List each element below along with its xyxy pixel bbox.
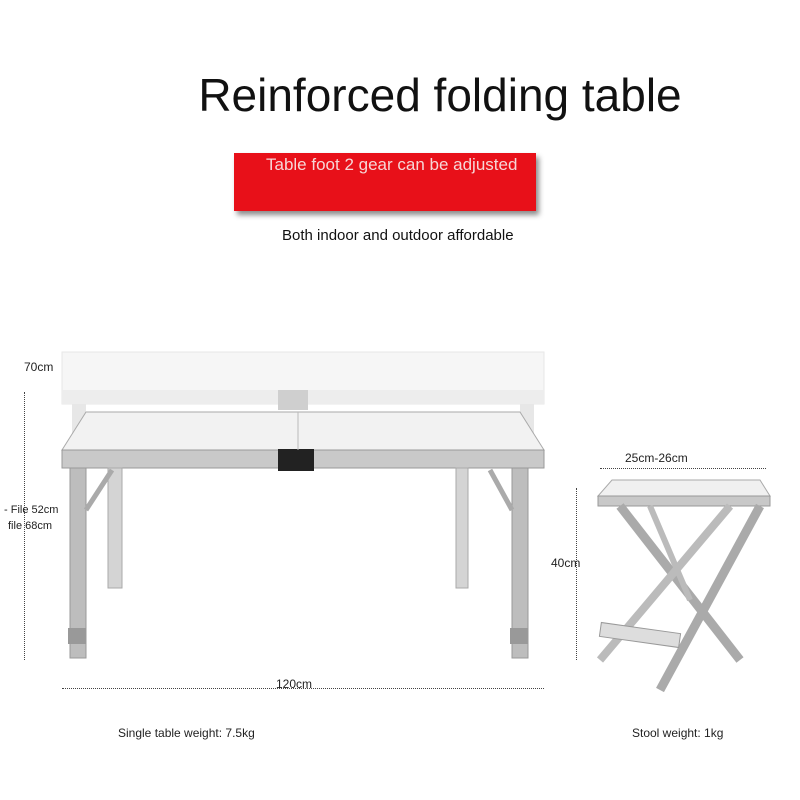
page-title: Reinforced folding table: [198, 69, 682, 121]
table-width-label: 120cm: [276, 677, 313, 691]
folding-stool: [596, 479, 771, 693]
table-height-dimension-line: [24, 392, 25, 660]
folding-table: [61, 411, 545, 659]
stool-top-dimension-line: [600, 468, 766, 469]
raised-table-ghost: [61, 351, 545, 444]
stool-top-label: 25cm-26cm: [625, 451, 688, 465]
stool-height-dimension-line: [576, 488, 577, 660]
banner-text: Table foot 2 gear can be adjusted: [266, 155, 518, 174]
table-high-height-label: file 68cm: [8, 520, 53, 532]
table-height-label: 70cm: [24, 360, 54, 374]
table-low-height-label: - File 52cm: [4, 504, 59, 516]
table-weight-label: Single table weight: 7.5kg: [118, 726, 255, 740]
subtitle: Both indoor and outdoor affordable: [282, 227, 514, 244]
red-banner: [234, 153, 536, 211]
table-width-dimension-line: [62, 688, 544, 689]
stool-height-label: 40cm: [551, 556, 581, 570]
stool-weight-label: Stool weight: 1kg: [632, 726, 724, 740]
